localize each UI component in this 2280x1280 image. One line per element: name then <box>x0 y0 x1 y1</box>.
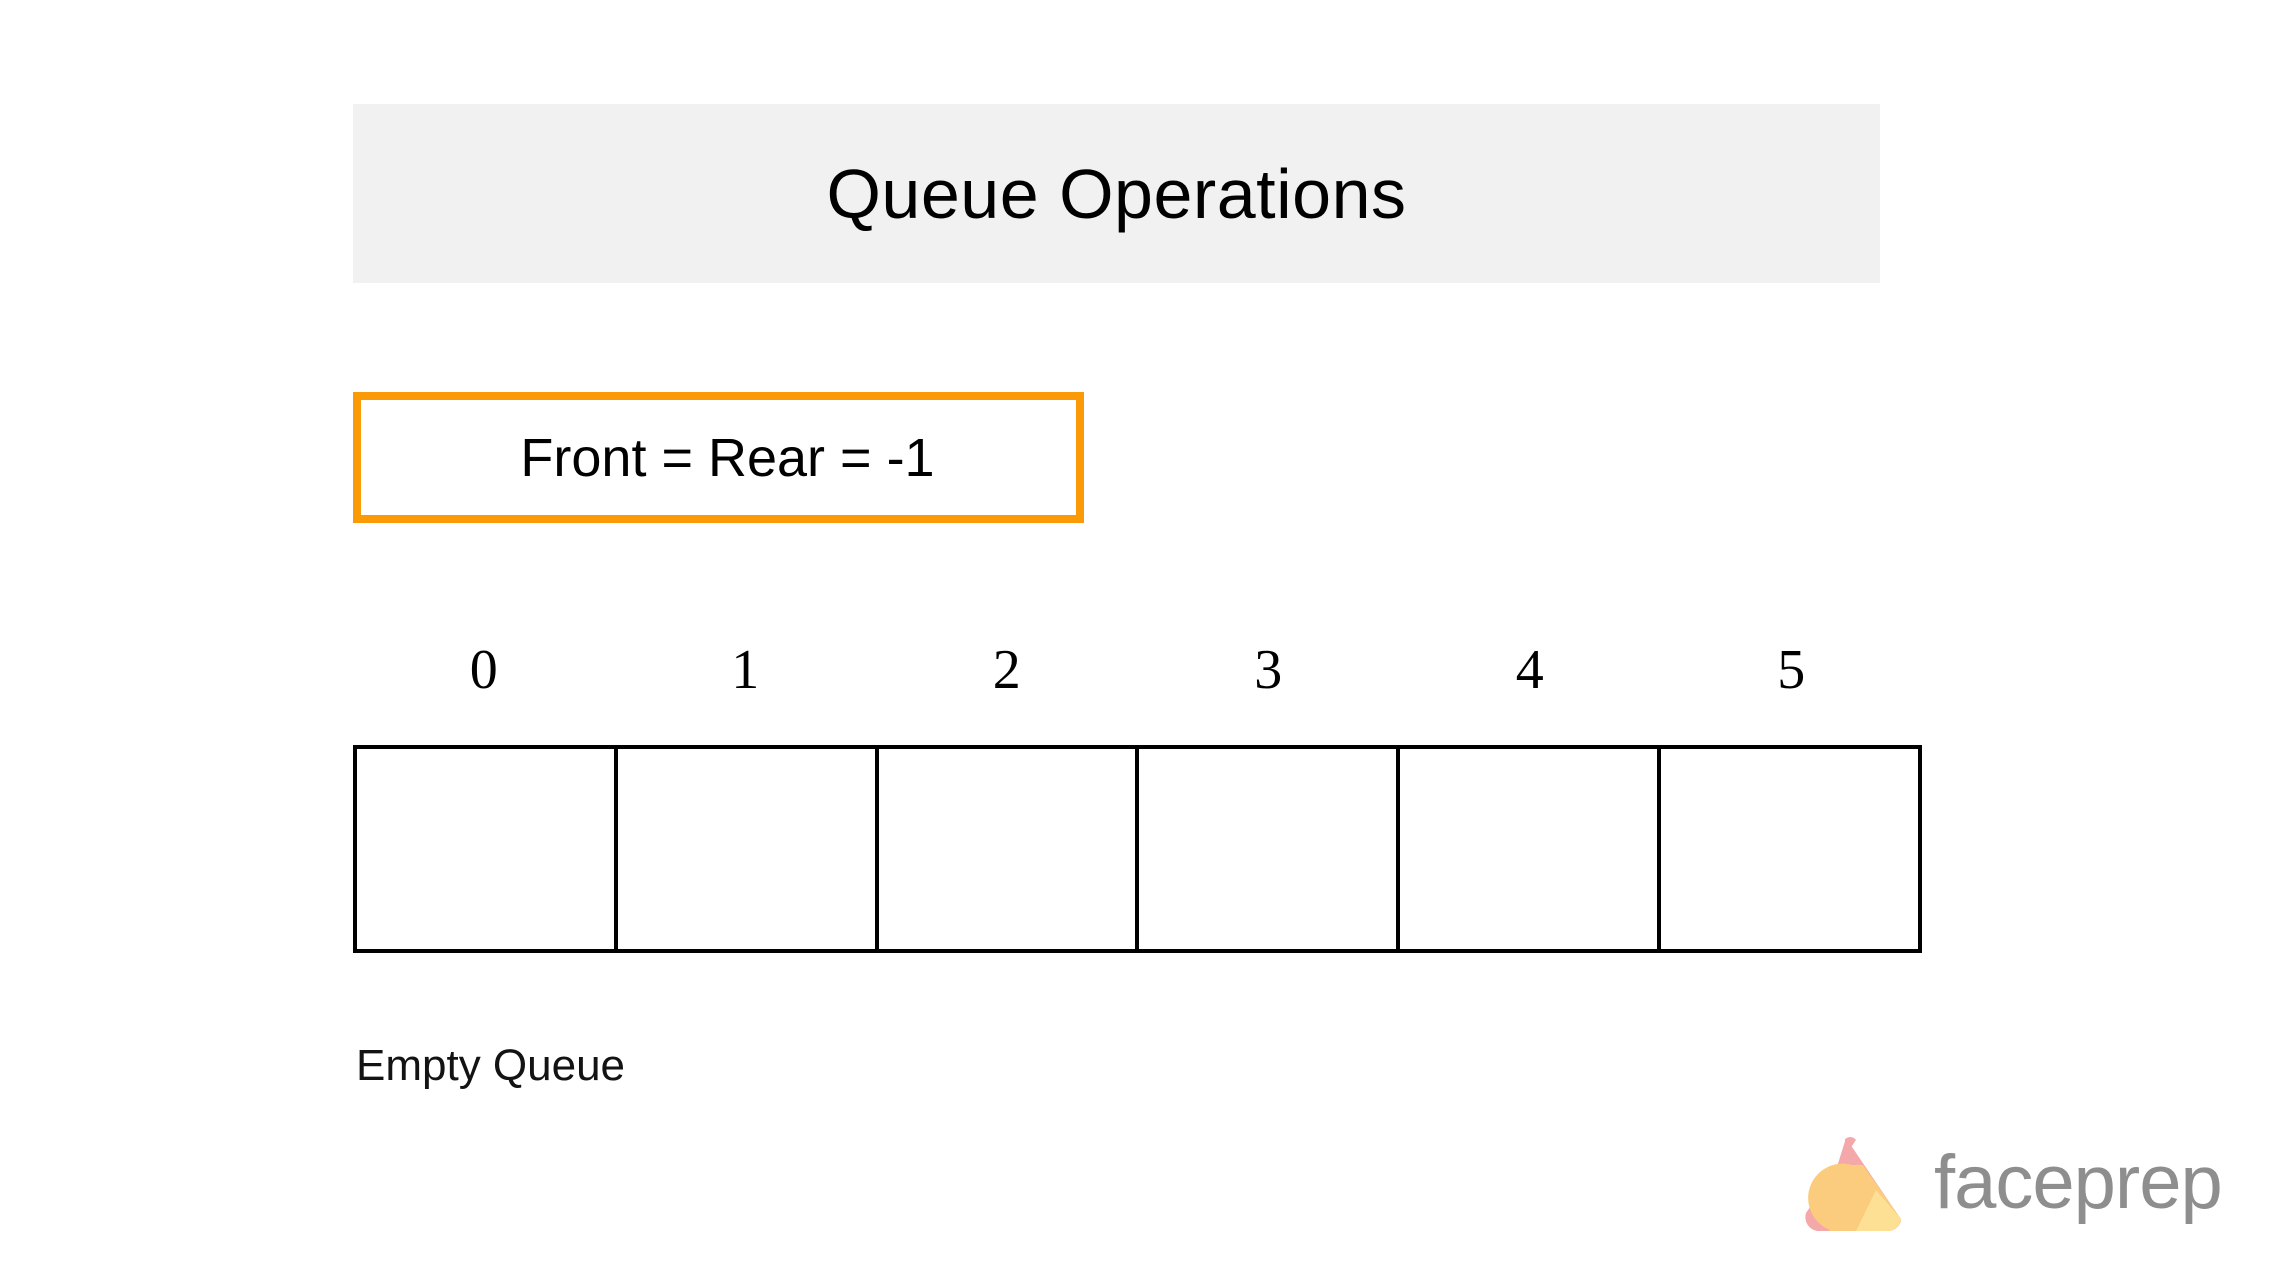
queue-cell <box>1400 749 1662 949</box>
page-title: Queue Operations <box>826 154 1407 233</box>
queue-state-caption: Empty Queue <box>356 1041 626 1090</box>
faceprep-logo: faceprep <box>1800 1128 2240 1238</box>
front-rear-value-label: Front = Rear = -1 <box>520 427 935 488</box>
queue-index-label: 3 <box>1254 639 1283 701</box>
queue-array <box>353 745 1922 953</box>
front-rear-callout-box: Front = Rear = -1 <box>353 392 1084 523</box>
queue-cell <box>878 749 1140 949</box>
queue-index-label: 1 <box>731 639 760 701</box>
queue-cell <box>617 749 879 949</box>
queue-index-label: 2 <box>992 639 1021 701</box>
queue-index-label: 4 <box>1515 639 1544 701</box>
faceprep-triangle-icon <box>1800 1133 1908 1233</box>
queue-cell <box>357 749 618 949</box>
queue-cell <box>1661 749 1918 949</box>
faceprep-wordmark: faceprep <box>1934 1140 2223 1225</box>
queue-cell <box>1139 749 1401 949</box>
queue-index-row: 0 1 2 3 4 5 <box>353 625 1922 715</box>
title-banner: Queue Operations <box>353 104 1880 283</box>
queue-index-label: 5 <box>1777 639 1806 701</box>
queue-index-label: 0 <box>469 639 498 701</box>
